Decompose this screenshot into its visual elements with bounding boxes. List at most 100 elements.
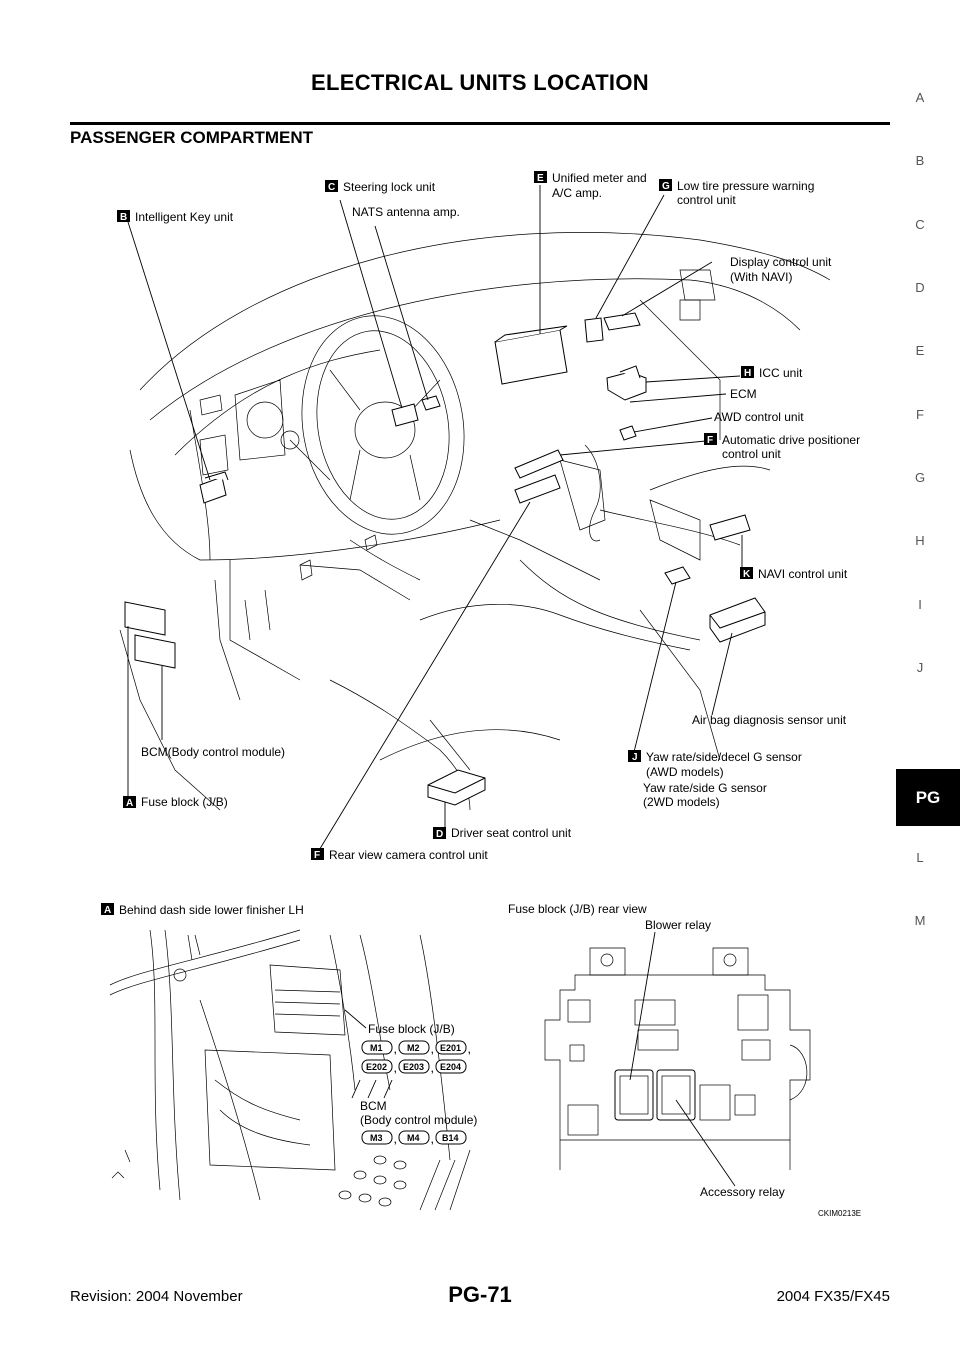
svg-text:Display control unit: Display control unit <box>730 255 832 269</box>
label-awd-control-unit: AWD control unit <box>714 410 804 424</box>
title-rule <box>70 122 890 125</box>
blower-relay-box <box>614 1069 654 1121</box>
side-index-e[interactable]: E <box>915 343 925 358</box>
label-airbag-unit: Air bag diagnosis sensor unit <box>692 713 847 727</box>
callout-low-tire: G Low tire pressure warning control unit <box>659 179 814 207</box>
side-index-h[interactable]: H <box>915 533 925 548</box>
svg-text:F: F <box>314 850 320 861</box>
svg-text:,: , <box>431 1135 434 1145</box>
svg-text:control unit: control unit <box>722 447 781 461</box>
svg-text:H: H <box>744 368 751 379</box>
svg-text:Automatic drive positioner: Automatic drive positioner <box>722 433 860 447</box>
callout-navi: K NAVI control unit <box>740 567 848 581</box>
footer-page-number: PG-71 <box>448 1282 512 1307</box>
label-ecm: ECM <box>730 387 757 401</box>
side-index-active-tab[interactable]: PG <box>896 769 960 826</box>
label-nats-antenna: NATS antenna amp. <box>352 205 460 219</box>
svg-text:Driver seat control unit: Driver seat control unit <box>451 826 572 840</box>
svg-text:J: J <box>632 752 638 763</box>
svg-text:Yaw rate/side G sensor: Yaw rate/side G sensor <box>643 781 767 795</box>
svg-text:Steering lock unit: Steering lock unit <box>343 180 436 194</box>
label-bcm: BCM(Body control module) <box>141 745 285 759</box>
figure-code: CKIM0213E <box>818 1209 861 1218</box>
adp-box-1 <box>514 449 564 479</box>
footer-model: 2004 FX35/FX45 <box>776 1288 890 1305</box>
svg-text:Intelligent Key unit: Intelligent Key unit <box>135 210 234 224</box>
side-index-m[interactable]: M <box>914 913 926 928</box>
page-title: ELECTRICAL UNITS LOCATION <box>311 70 649 95</box>
connector-m1: M1 <box>370 1043 383 1053</box>
connector-e204: E204 <box>440 1062 461 1072</box>
svg-text:Yaw rate/side/decel G sensor: Yaw rate/side/decel G sensor <box>646 750 802 764</box>
detail-fuse-block-rear: Fuse block (J/B) rear view Blower relay … <box>508 902 811 1199</box>
side-index-f[interactable]: F <box>916 407 924 422</box>
svg-text:,: , <box>394 1064 397 1074</box>
svg-text:Blower relay: Blower relay <box>645 918 711 932</box>
side-index-d[interactable]: D <box>915 280 925 295</box>
detail-behind-dash: A Behind dash side lower finisher LH Fus… <box>101 903 477 1211</box>
side-index-b[interactable]: B <box>915 153 925 168</box>
side-index-a[interactable]: A <box>915 90 925 105</box>
svg-text:(Body control module): (Body control module) <box>360 1113 477 1127</box>
svg-text:(AWD models): (AWD models) <box>646 765 724 779</box>
section-heading: PASSENGER COMPARTMENT <box>70 128 314 147</box>
connector-m2: M2 <box>407 1043 420 1053</box>
navi-box <box>709 514 751 541</box>
svg-text:Behind dash side lower finishe: Behind dash side lower finisher LH <box>119 903 304 917</box>
svg-text:,: , <box>431 1064 434 1074</box>
callout-rear-view-camera: F Rear view camera control unit <box>311 848 488 862</box>
svg-text:C: C <box>328 182 335 193</box>
connector-e202: E202 <box>366 1062 387 1072</box>
connector-b14: B14 <box>442 1133 459 1143</box>
svg-text:(2WD models): (2WD models) <box>643 795 720 809</box>
svg-text:,: , <box>394 1135 397 1145</box>
connector-e201: E201 <box>440 1043 461 1053</box>
connector-m3: M3 <box>370 1133 383 1143</box>
callout-icc: H ICC unit <box>741 366 803 380</box>
nats-box <box>421 395 441 411</box>
side-index-g[interactable]: G <box>914 470 926 485</box>
svg-text:Rear view camera control unit: Rear view camera control unit <box>329 848 488 862</box>
svg-text:A/C amp.: A/C amp. <box>552 186 602 200</box>
svg-text:(With NAVI): (With NAVI) <box>730 270 792 284</box>
accessory-relay-box <box>656 1069 696 1121</box>
side-index-c[interactable]: C <box>915 217 925 232</box>
low-tire-box <box>584 317 604 343</box>
svg-text:NAVI control unit: NAVI control unit <box>758 567 848 581</box>
connector-m4: M4 <box>407 1133 420 1143</box>
svg-text:BCM: BCM <box>360 1099 387 1113</box>
callout-steering-lock: C Steering lock unit <box>325 180 436 194</box>
svg-text:K: K <box>743 569 751 580</box>
adp-box-2 <box>514 474 561 504</box>
footer-revision: Revision: 2004 November <box>70 1288 243 1305</box>
callout-unified-meter: E Unified meter and A/C amp. <box>534 171 647 200</box>
icc-box <box>606 371 647 401</box>
side-index-l[interactable]: L <box>916 850 924 865</box>
leader-lines <box>127 185 743 853</box>
svg-text:E: E <box>537 173 544 184</box>
intelligent-key-unit-box <box>199 476 227 504</box>
callout-driver-seat: D Driver seat control unit <box>433 826 572 840</box>
svg-text:Fuse block (J/B) rear view: Fuse block (J/B) rear view <box>508 902 647 916</box>
svg-text:B: B <box>120 212 127 223</box>
svg-text:Unified meter and: Unified meter and <box>552 171 647 185</box>
svg-text:F: F <box>707 435 713 446</box>
side-index-j[interactable]: J <box>916 660 924 675</box>
side-index-i[interactable]: I <box>918 597 922 612</box>
dashboard-illustration <box>119 232 831 811</box>
svg-text:Fuse block (J/B): Fuse block (J/B) <box>141 795 228 809</box>
callout-intelligent-key: B Intelligent Key unit <box>117 210 234 224</box>
yaw-sensor-box <box>664 566 691 585</box>
svg-text:G: G <box>662 181 670 192</box>
connector-e203: E203 <box>403 1062 424 1072</box>
unit-boxes <box>124 312 766 806</box>
steering-lock-box <box>391 403 419 427</box>
svg-text:Fuse block (J/B): Fuse block (J/B) <box>368 1022 455 1036</box>
svg-text:,: , <box>431 1045 434 1055</box>
svg-text:A: A <box>104 905 111 916</box>
svg-text:Accessory relay: Accessory relay <box>700 1185 785 1199</box>
svg-text:D: D <box>436 829 443 840</box>
svg-text:Low tire pressure warning: Low tire pressure warning <box>677 179 814 193</box>
callout-yaw-sensor: J Yaw rate/side/decel G sensor (AWD mode… <box>628 750 802 809</box>
